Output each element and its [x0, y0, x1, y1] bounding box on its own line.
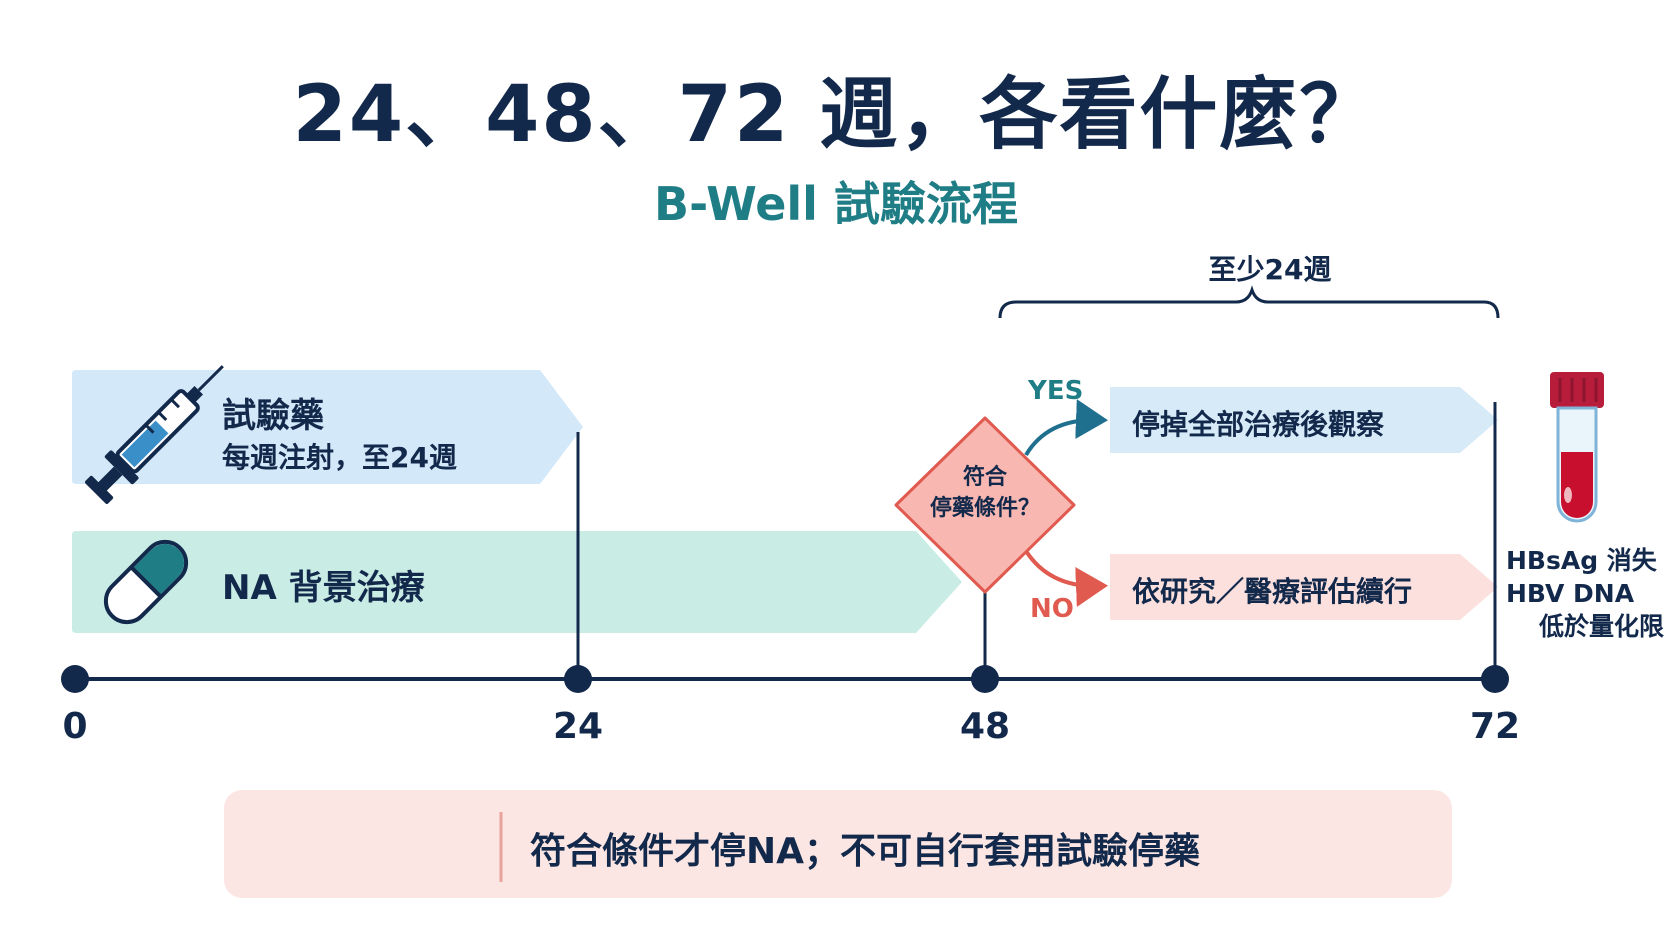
page-title: 24、48、72 週，各看什麼？	[292, 70, 1380, 160]
tick-label-72: 72	[1469, 706, 1521, 747]
no-result-text: 依研究／醫療評估續行	[1132, 575, 1413, 608]
tick-label-48: 48	[959, 706, 1011, 747]
decision-line-2: 停藥條件？	[929, 496, 1040, 521]
tick-label-0: 0	[62, 706, 88, 747]
warning-banner	[224, 790, 1452, 898]
endpoint-line-3: 低於量化限	[1538, 612, 1664, 641]
na-therapy-label: NA 背景治療	[222, 568, 425, 608]
decision-diamond	[894, 416, 1076, 594]
no-label: NO	[1030, 594, 1074, 624]
syringe-icon	[85, 365, 224, 504]
brace-48-72	[998, 285, 1500, 319]
tick-dot-48	[971, 665, 999, 693]
yes-result-text: 停掉全部治療後觀察	[1132, 408, 1385, 441]
tick-dot-72	[1481, 665, 1509, 693]
yes-result-band	[1110, 387, 1498, 453]
capsule-icon	[103, 539, 189, 625]
no-arrow	[1024, 549, 1108, 607]
decision-line-1: 符合	[962, 465, 1007, 490]
no-result-band	[1110, 554, 1498, 620]
endpoint-line-1: HBsAg 消失	[1506, 546, 1657, 575]
page-subtitle: B-Well 試驗流程	[654, 177, 1018, 231]
tick-dot-0	[61, 665, 89, 693]
brace-label: 至少24週	[1208, 253, 1332, 286]
na-therapy-band	[72, 531, 962, 633]
study-drug-band	[72, 370, 583, 484]
study-drug-title: 試驗藥	[222, 396, 324, 436]
yes-label: YES	[1028, 376, 1084, 406]
warning-divider	[499, 812, 503, 882]
tick-label-24: 24	[552, 706, 604, 747]
endpoint-text: HBsAg 消失 HBV DNA 低於量化限	[1506, 544, 1664, 643]
blood-tube-icon	[1550, 372, 1604, 523]
study-drug-detail: 每週注射，至24週	[222, 441, 457, 474]
endpoint-line-2: HBV DNA	[1506, 579, 1635, 608]
tick-dot-24	[564, 665, 592, 693]
warning-text: 符合條件才停NA；不可自行套用試驗停藥	[530, 831, 1200, 872]
decision-text: 符合 停藥條件？	[905, 462, 1065, 524]
yes-arrow	[1024, 399, 1108, 457]
